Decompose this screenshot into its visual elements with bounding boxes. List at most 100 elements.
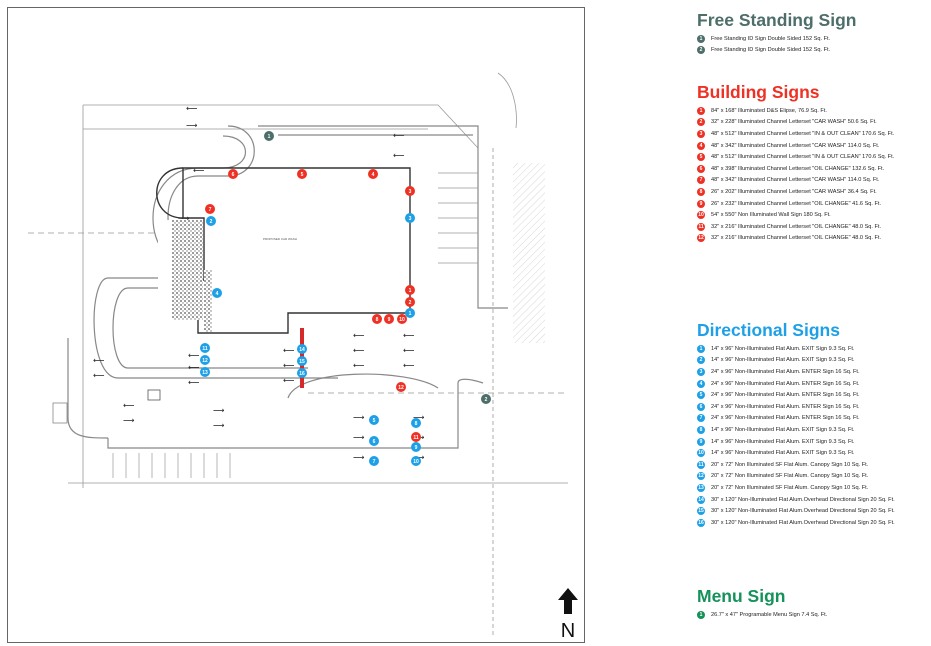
legend-item-text: 20" x 72" Non Illuminated SF Flat Alum. … xyxy=(711,484,869,491)
directional-sign-marker: 11 xyxy=(200,343,210,353)
sign-number-badge: 1 xyxy=(697,344,705,353)
svg-text:⟶: ⟶ xyxy=(178,214,190,223)
marker-number: 2 xyxy=(210,219,213,225)
legend-item-text: 48" x 512" Illuminated Channel Letterset… xyxy=(711,130,895,137)
legend-item-text: 32" x 216" Illuminated Channel Letterset… xyxy=(711,223,882,230)
marker-number: 6 xyxy=(232,172,235,178)
building-sign-marker: 2 xyxy=(405,297,415,307)
legend-item-text: 24" x 96" Non-Illuminated Flat Alum. ENT… xyxy=(711,415,860,422)
legend-item-text: 20" x 72" Non Illuminated SF Flat Alum. … xyxy=(711,473,869,480)
directional-sign-marker: 3 xyxy=(405,213,415,223)
marker-number: 6 xyxy=(373,439,376,445)
legend-item-text: 20" x 72" Non Illuminated SF Flat Alum. … xyxy=(711,461,869,468)
svg-text:⟵: ⟵ xyxy=(353,331,365,340)
marker-number: 9 xyxy=(415,445,418,451)
marker-number: 1 xyxy=(409,311,412,317)
legend-item-text: 26" x 202" Illuminated Channel Letterset… xyxy=(711,188,877,195)
legend-item-text: 24" x 96" Non-Illuminated Flat Alum. ENT… xyxy=(711,392,860,399)
svg-text:⟵: ⟵ xyxy=(353,346,365,355)
sign-number-badge: 10 xyxy=(697,211,705,220)
building-sign-marker: 8 xyxy=(372,314,382,324)
svg-text:⟶: ⟶ xyxy=(353,413,365,422)
marker-number: 5 xyxy=(373,418,376,424)
north-arrow-icon xyxy=(558,588,578,614)
legend-item-text: 24" x 96" Non-Illuminated Flat Alum. ENT… xyxy=(711,380,860,387)
directional-sign-marker: 15 xyxy=(297,356,307,366)
legend-item: 5 24" x 96" Non-Illuminated Flat Alum. EN… xyxy=(697,389,895,401)
svg-text:⟵: ⟵ xyxy=(403,361,415,370)
marker-number: 10 xyxy=(413,459,419,465)
sign-number-badge: 3 xyxy=(697,367,705,376)
legend-item: 7 48" x 342" Illuminated Channel Letterse… xyxy=(697,175,894,187)
directional-sign-marker: 5 xyxy=(369,415,379,425)
legend-item-text: 14" x 96" Non-Illuminated Flat Alum. EXI… xyxy=(711,357,855,364)
marker-number: 14 xyxy=(299,347,305,353)
traffic-arrows: ⟵⟶ ⟵⟶ ⟵⟵ ⟵⟵ ⟵⟵⟵ ⟵⟵⟵ ⟵⟵⟵ ⟵⟵⟵ ⟶⟶⟶ ⟶⟶⟶ ⟵⟶ ⟶… xyxy=(93,104,425,462)
building-sign-marker: 7 xyxy=(205,204,215,214)
svg-text:⟵: ⟵ xyxy=(188,378,200,387)
legend-item-text: 48" x 342" Illuminated Channel Letterset… xyxy=(711,177,880,184)
north-label: N xyxy=(560,620,576,642)
directional-sign-marker: 13 xyxy=(200,367,210,377)
legend-item-text: 14" x 96" Non-Illuminated Flat Alum. EXI… xyxy=(711,450,855,457)
site-plan-drawing: PROPOSED CAR WASH ⟵⟶ ⟵⟶ ⟵⟵ ⟵⟵ ⟵⟵⟵ ⟵⟵⟵ ⟵⟵… xyxy=(28,72,568,638)
legend-item-text: 30" x 120" Non-Illuminated Flat Alum.Ove… xyxy=(711,519,895,526)
directional-sign-marker: 1 xyxy=(405,308,415,318)
marker-number: 7 xyxy=(373,459,376,465)
marker-number: 2 xyxy=(409,300,412,306)
sign-number-badge: 12 xyxy=(697,472,705,481)
free-sign-marker: 2 xyxy=(481,394,491,404)
sign-number-badge: 8 xyxy=(697,425,705,434)
legend-item-text: 14" x 96" Non-Illuminated Flat Alum. EXI… xyxy=(711,438,855,445)
legend-item-text: Free Standing ID Sign Double Sided 152 S… xyxy=(711,35,831,42)
svg-text:⟵: ⟵ xyxy=(403,346,415,355)
svg-text:⟶: ⟶ xyxy=(213,406,225,415)
sign-number-badge: 7 xyxy=(697,176,705,185)
hatched-area xyxy=(513,163,545,343)
legend-item-text: 30" x 120" Non-Illuminated Flat Alum.Ove… xyxy=(711,508,895,515)
sign-number-badge: 12 xyxy=(697,234,705,243)
sign-number-badge: 3 xyxy=(697,129,705,138)
sign-number-badge: 2 xyxy=(697,46,705,55)
svg-text:⟵: ⟵ xyxy=(123,401,135,410)
building-outline xyxy=(156,167,411,334)
sign-number-badge: 5 xyxy=(697,391,705,400)
legend-item-text: 54" x 550" Non Illuminated Wall Sign 180… xyxy=(711,212,831,219)
svg-text:⟶: ⟶ xyxy=(353,433,365,442)
sign-number-badge: 4 xyxy=(697,379,705,388)
marker-number: 12 xyxy=(398,385,404,391)
north-indicator: N xyxy=(556,588,580,641)
marker-number: 11 xyxy=(413,435,419,441)
sign-number-badge: 7 xyxy=(697,414,705,423)
free-sign-marker: 1 xyxy=(264,131,274,141)
legend-item: 10 54" x 550" Non Illuminated Wall Sign 1… xyxy=(697,209,894,221)
legend-item-text: 48" x 342" Illuminated Channel Letterset… xyxy=(711,142,880,149)
marker-number: 9 xyxy=(388,317,391,323)
building-sign-marker: 11 xyxy=(411,432,421,442)
parking-stalls xyxy=(112,172,478,478)
legend-item-text: 14" x 96" Non-Illuminated Flat Alum. EXI… xyxy=(711,345,855,352)
sign-number-badge: 6 xyxy=(697,164,705,173)
directional-sign-marker: 7 xyxy=(369,456,379,466)
legend-title: Building Signs xyxy=(697,82,820,102)
building-sign-marker: 3 xyxy=(405,186,415,196)
sign-number-badge: 9 xyxy=(697,199,705,208)
svg-text:⟵: ⟵ xyxy=(283,376,295,385)
legend-title: Menu Sign xyxy=(697,586,786,606)
legend-item-text: 14" x 96" Non-Illuminated Flat Alum. EXI… xyxy=(711,426,855,433)
